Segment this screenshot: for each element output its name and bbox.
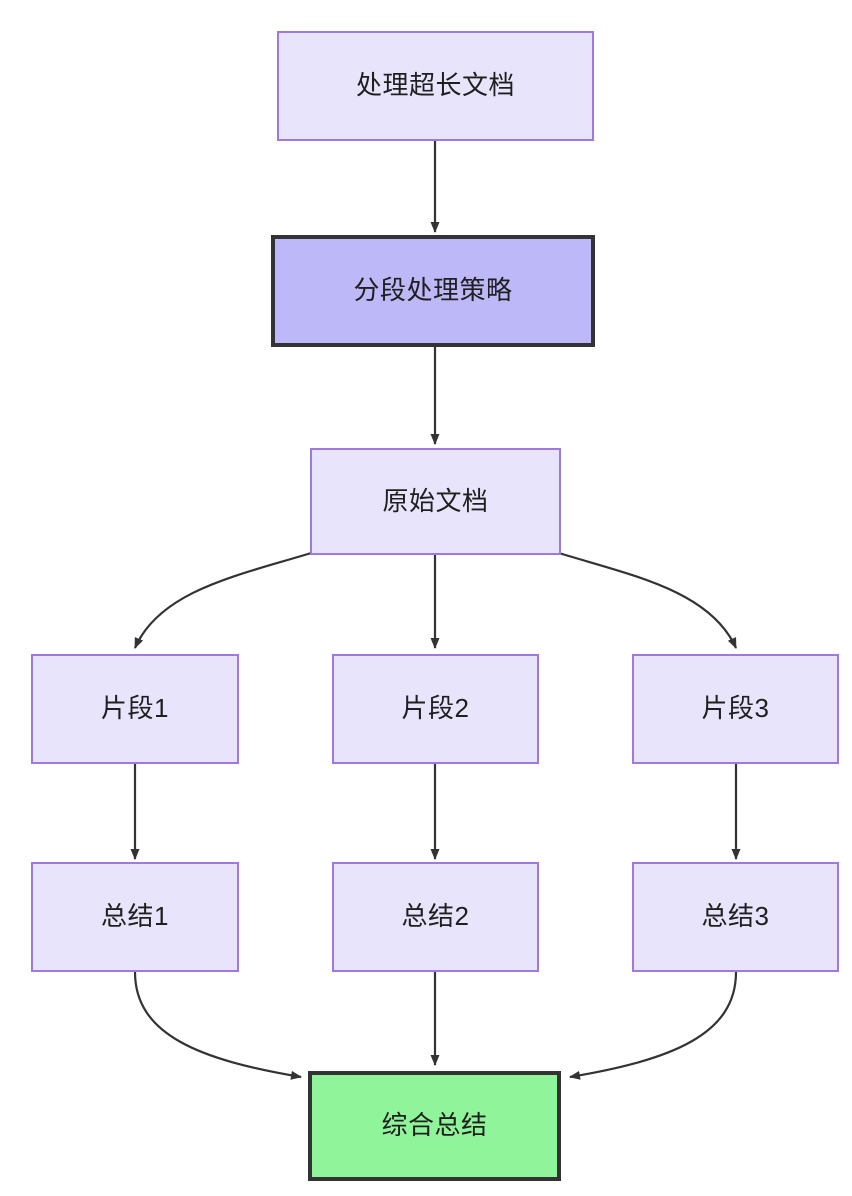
edge-source-doc-to-chunk1 (133, 551, 312, 649)
node-long-doc[interactable]: 处理超长文档 (277, 31, 594, 141)
node-summary2[interactable]: 总结2 (332, 862, 539, 972)
node-chunk2-label: 片段2 (401, 693, 470, 724)
node-chunk3-label: 片段3 (701, 693, 770, 724)
node-final-summary-label: 综合总结 (381, 1110, 488, 1141)
node-summary3-label: 总结3 (701, 901, 770, 932)
node-summary1[interactable]: 总结1 (31, 862, 239, 972)
node-strategy[interactable]: 分段处理策略 (271, 235, 595, 347)
node-summary3[interactable]: 总结3 (632, 862, 839, 972)
node-chunk3[interactable]: 片段3 (632, 654, 839, 764)
edge-source-doc-to-chunk3 (558, 551, 738, 649)
node-strategy-label: 分段处理策略 (353, 275, 513, 306)
node-summary2-label: 总结2 (401, 901, 470, 932)
node-source-doc-label: 原始文档 (382, 485, 489, 516)
node-chunk1-label: 片段1 (101, 693, 169, 724)
node-source-doc[interactable]: 原始文档 (310, 448, 561, 555)
edge-summary1-to-final (133, 971, 302, 1080)
edge-summary3-to-final (569, 971, 738, 1080)
node-long-doc-label: 处理超长文档 (355, 70, 515, 101)
node-summary1-label: 总结1 (101, 901, 169, 932)
node-chunk2[interactable]: 片段2 (332, 654, 539, 764)
node-chunk1[interactable]: 片段1 (31, 654, 239, 764)
node-final-summary[interactable]: 综合总结 (308, 1071, 561, 1181)
